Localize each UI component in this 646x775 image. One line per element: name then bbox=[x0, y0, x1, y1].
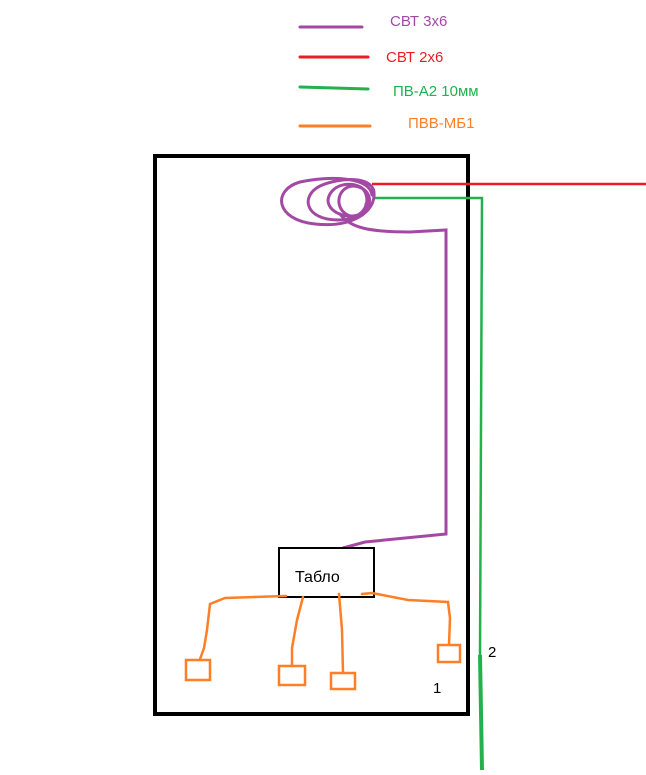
cable-svt-3x6-coil-inner bbox=[337, 184, 371, 218]
legend-label-pv-a2: ПВ-А2 10мм bbox=[393, 83, 479, 100]
legend-line-pv-a2 bbox=[298, 85, 370, 91]
legend-label-svt-2x6: СВТ 2х6 bbox=[386, 49, 443, 66]
tablo-panel: Табло bbox=[278, 547, 375, 598]
building-outline bbox=[153, 154, 470, 716]
device-3 bbox=[329, 671, 357, 691]
devices bbox=[184, 643, 462, 691]
device-2 bbox=[277, 664, 307, 687]
tablo-label: Табло bbox=[295, 569, 340, 586]
branch-4 bbox=[360, 591, 452, 647]
branch-3 bbox=[337, 592, 345, 675]
marker-2: 2 bbox=[488, 644, 496, 661]
cable-pv-a2 bbox=[374, 196, 484, 771]
legend-label-pvv-mb1: ПВВ-МБ1 bbox=[408, 115, 474, 132]
cable-pvv-mb1 bbox=[197, 591, 452, 675]
cable-pv-a2-thick bbox=[478, 654, 484, 771]
cable-svt-3x6-coil-outer bbox=[280, 177, 376, 227]
cable-svt-3x6 bbox=[280, 177, 448, 550]
device-4 bbox=[436, 643, 462, 664]
cable-svt-3x6-run bbox=[338, 212, 448, 550]
branch-1 bbox=[197, 594, 288, 664]
branch-2 bbox=[290, 595, 305, 668]
device-1 bbox=[184, 658, 212, 682]
marker-1: 1 bbox=[433, 680, 441, 697]
legend-label-svt-3x6: СВТ 3х6 bbox=[390, 13, 447, 30]
tablo-box bbox=[278, 547, 375, 598]
legend: СВТ 3х6 СВТ 2х6 ПВ-А2 10мм ПВВ-МБ1 bbox=[298, 13, 479, 132]
